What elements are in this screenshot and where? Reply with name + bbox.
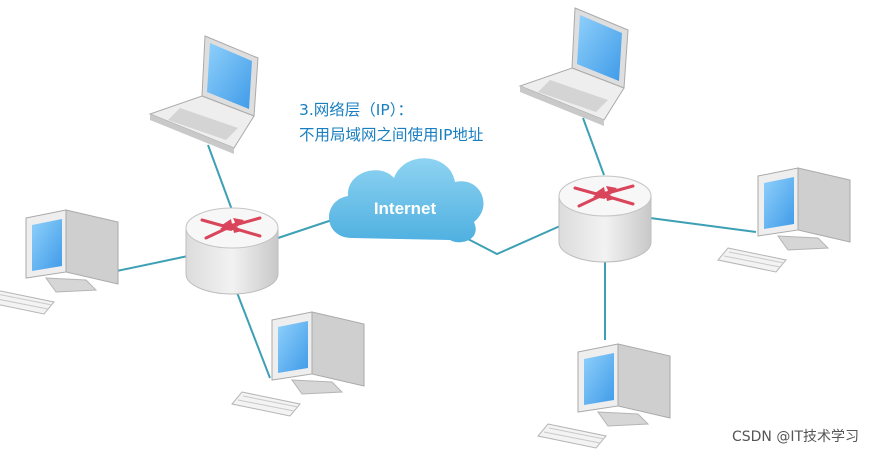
laptop-icon (149, 35, 259, 155)
link-desktop-bottom-left (235, 289, 271, 379)
internet-cloud-icon: Internet (328, 158, 484, 243)
laptop-icon (519, 7, 629, 127)
link-left-router-cloud (277, 217, 339, 239)
cloud-label: Internet (374, 199, 437, 218)
annotation-line-2: 不用局域网之间使用IP地址 (299, 126, 484, 144)
left-router-icon (184, 206, 280, 296)
connection-lines (111, 117, 757, 379)
link-desktop-right (649, 217, 757, 233)
right-router-icon (557, 174, 653, 264)
watermark: CSDN @IT技术学习 (731, 429, 859, 445)
desktop-icon (717, 167, 851, 273)
link-laptop-right (582, 117, 605, 176)
layer-annotation: 3.网络层（IP）： 不用局域网之间使用IP地址 (299, 98, 483, 148)
desktop-icon (0, 209, 119, 315)
link-desktop-left (111, 255, 189, 273)
link-cloud-right-router (465, 225, 561, 256)
link-laptop-left (207, 144, 233, 211)
annotation-line-1: 3.网络层（IP）： (299, 101, 413, 119)
desktop-icon (231, 311, 365, 417)
desktop-icon (537, 343, 671, 449)
